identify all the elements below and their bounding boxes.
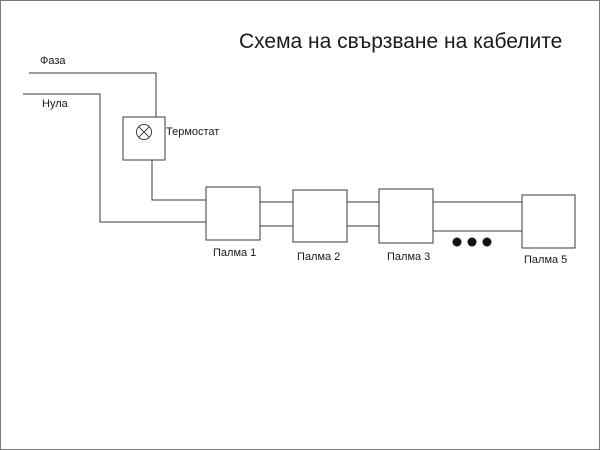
heater-2-box [292, 189, 348, 243]
neutral-wire [23, 93, 206, 223]
heater-3-box [378, 188, 434, 244]
heater-3: Палма 3 [378, 188, 434, 263]
switched-phase-wire [151, 160, 206, 201]
heater-5-box [521, 194, 576, 249]
ellipsis-dots-icon [452, 237, 492, 247]
heater-2: Палма 2 [292, 189, 348, 263]
heater-1-box [205, 186, 261, 241]
heater-3-label: Палма 3 [387, 251, 430, 263]
heater-1: Палма 1 [205, 186, 261, 259]
phase-wire [29, 72, 157, 117]
circle-x-icon [136, 124, 152, 140]
phase-label: Фаза [40, 55, 66, 67]
diagram-title: Схема на свързване на кабелите [239, 30, 562, 53]
heater-5: Палма 5 [521, 194, 576, 266]
neutral-label: Нула [42, 98, 69, 110]
heater-5-label: Палма 5 [524, 254, 567, 266]
thermostat: Термостат [122, 116, 219, 161]
thermostat-label: Термостат [166, 126, 219, 138]
heater-2-label: Палма 2 [297, 251, 340, 263]
heater-1-label: Палма 1 [213, 247, 256, 259]
